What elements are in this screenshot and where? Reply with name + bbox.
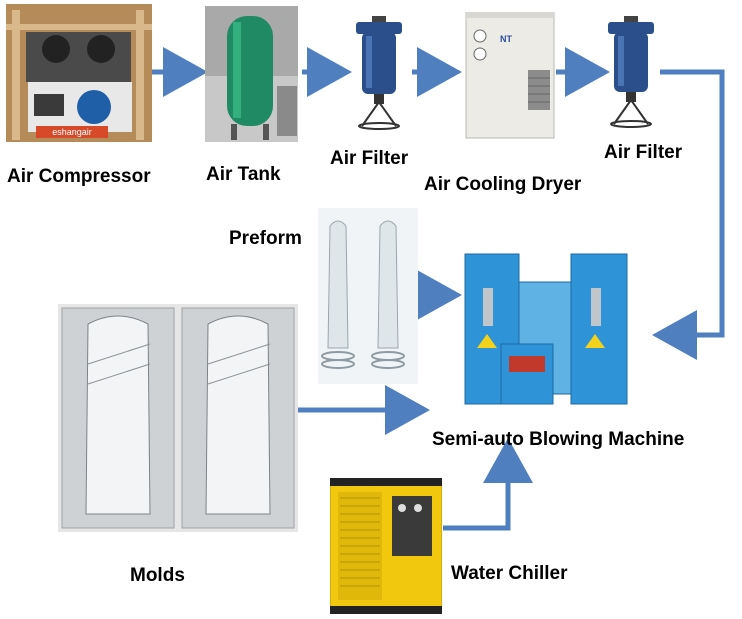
- air-tank-image: [205, 6, 298, 142]
- molds-image: [58, 304, 298, 532]
- air-compressor-image: eshangair: [6, 4, 152, 142]
- label-air-compressor: Air Compressor: [7, 166, 151, 187]
- label-air-filter-1: Air Filter: [330, 148, 409, 169]
- label-air-tank: Air Tank: [206, 164, 281, 185]
- air-filter-1-image: [352, 16, 406, 130]
- label-air-filter-2: Air Filter: [604, 142, 683, 163]
- label-semi-auto-blowing-machine: Semi-auto Blowing Machine: [432, 429, 685, 450]
- air-cooling-dryer-image: NT: [464, 12, 556, 140]
- svg-text:NT: NT: [500, 34, 512, 44]
- air-filter-2-image: [604, 16, 658, 128]
- label-molds: Molds: [130, 565, 185, 586]
- label-air-cooling-dryer: Air Cooling Dryer: [424, 174, 582, 195]
- label-preform: Preform: [229, 228, 302, 249]
- arrow-chiller-to-machine: [443, 438, 533, 531]
- label-water-chiller: Water Chiller: [451, 563, 568, 584]
- arrow-filter-to-machine: [652, 69, 725, 360]
- svg-text:eshangair: eshangair: [52, 127, 92, 137]
- water-chiller-image: [330, 478, 442, 614]
- blowing-machine-image: [455, 248, 643, 414]
- preform-image: [318, 208, 418, 384]
